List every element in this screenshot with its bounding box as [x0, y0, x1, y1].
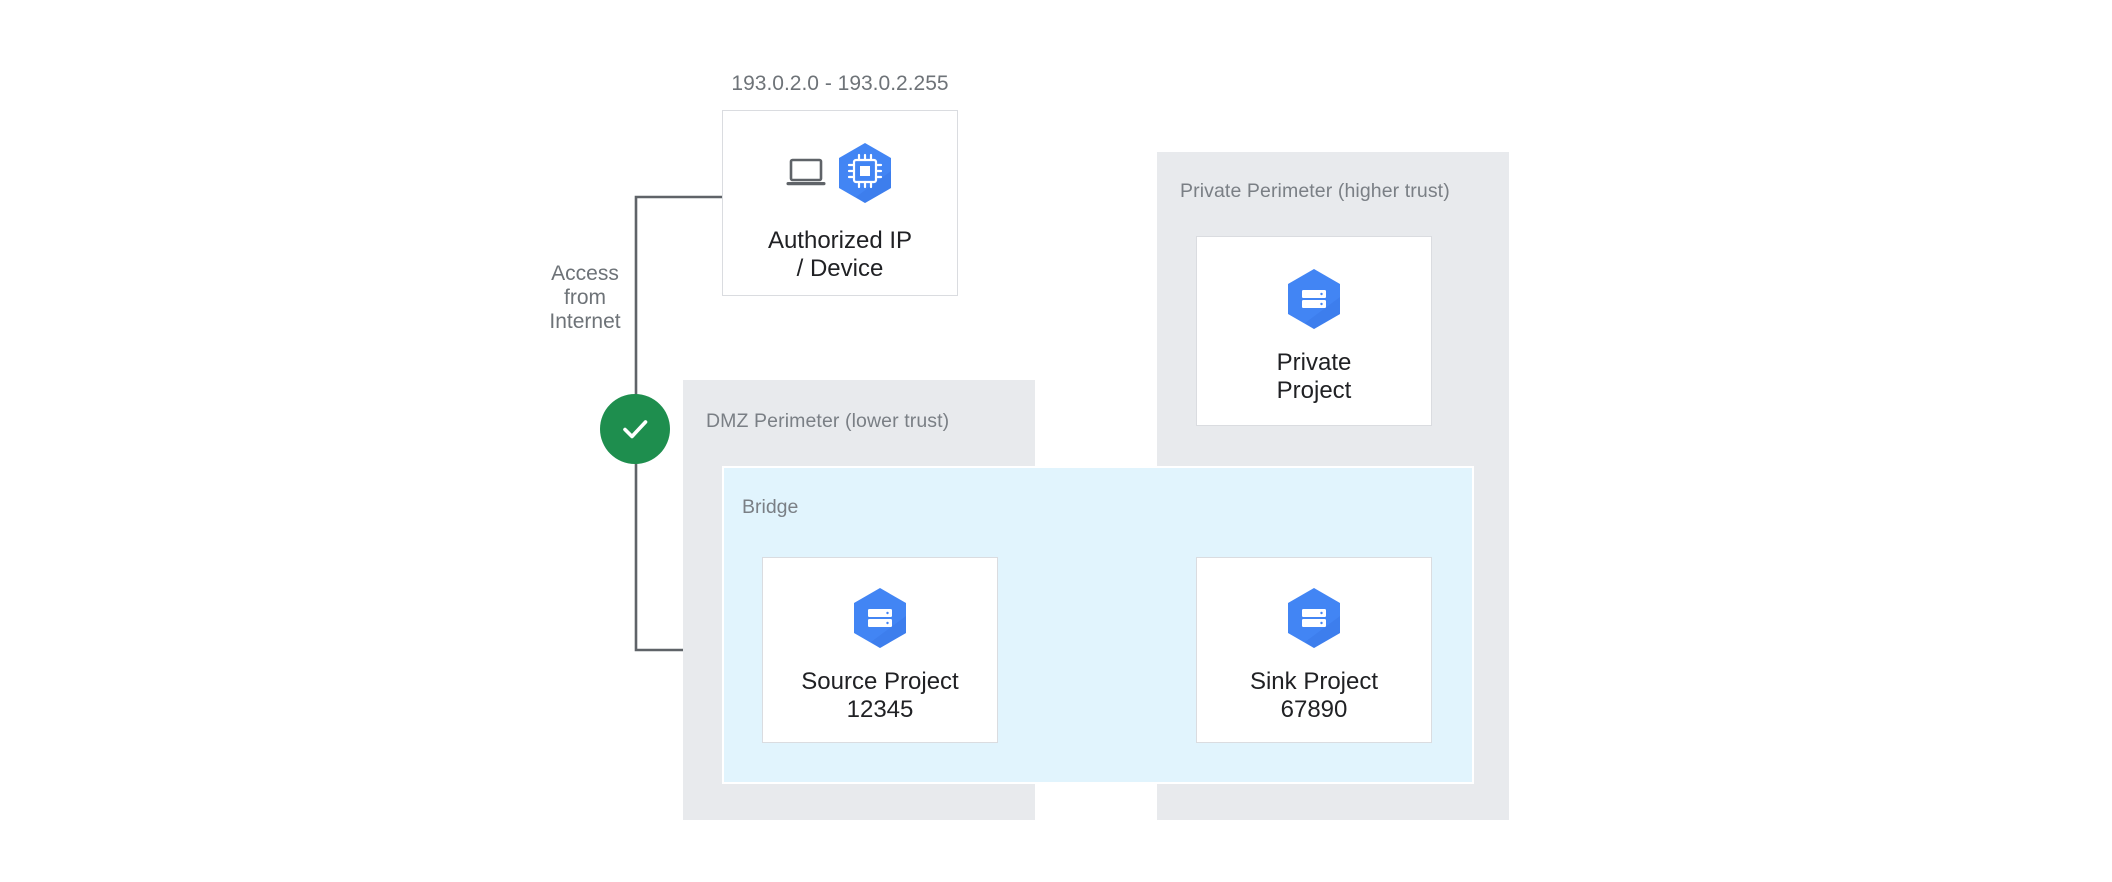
node-authorized-device-label: Authorized IP / Device: [767, 227, 913, 282]
sink-project-icon-group: [1285, 586, 1343, 650]
node-sink-project-label: Sink Project 67890: [1249, 668, 1379, 723]
ip-range-caption: 193.0.2.0 - 193.0.2.255: [731, 72, 949, 95]
project-icon: [1288, 269, 1340, 329]
project-icon: [854, 588, 906, 648]
private-project-icon-group: [1285, 267, 1343, 331]
access-from-internet-label: Access from Internet: [549, 262, 621, 333]
access-allowed-badge: [600, 394, 670, 464]
node-sink-project[interactable]: Sink Project 67890: [1196, 557, 1432, 743]
node-private-project-label: Private Project: [1276, 349, 1352, 404]
node-private-project[interactable]: Private Project: [1196, 236, 1432, 426]
node-authorized-device[interactable]: Authorized IP / Device: [722, 110, 958, 296]
node-source-project-label: Source Project 12345: [801, 668, 959, 723]
bridge-label: Bridge: [742, 496, 799, 518]
compute-chip-icon: [839, 143, 891, 203]
project-icon: [1288, 588, 1340, 648]
source-project-icon-group: [851, 586, 909, 650]
private-perimeter-label: Private Perimeter (higher trust): [1180, 180, 1450, 202]
device-icon-group: [786, 141, 894, 205]
node-source-project[interactable]: Source Project 12345: [762, 557, 998, 743]
laptop-icon: [786, 158, 826, 186]
dmz-perimeter-label: DMZ Perimeter (lower trust): [706, 410, 950, 432]
check-icon: [623, 420, 648, 439]
